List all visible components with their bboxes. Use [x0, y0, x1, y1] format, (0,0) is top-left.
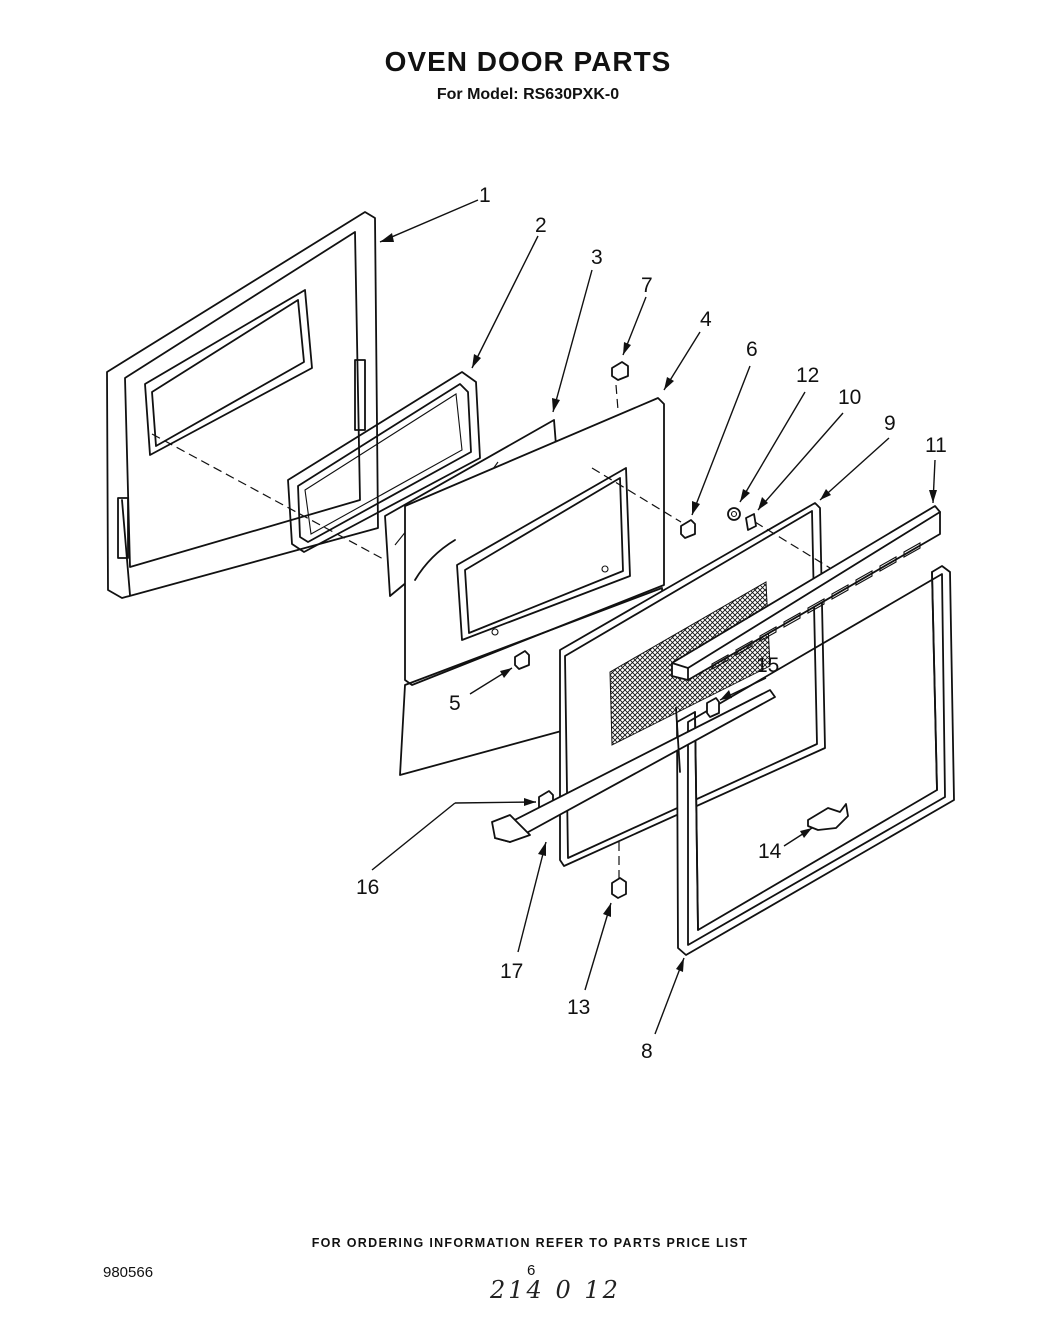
part-1-inner-door-panel	[106, 211, 379, 599]
part-11-vent-trim	[671, 505, 941, 681]
page-title: OVEN DOOR PARTS	[384, 46, 672, 77]
part-10-spacer	[745, 513, 757, 531]
callout-10: 10	[838, 386, 861, 409]
part-14-hinge-clip	[807, 803, 849, 831]
callout-5: 5	[449, 692, 461, 715]
callout-1: 1	[479, 184, 491, 207]
callout-9: 9	[884, 412, 896, 435]
ordering-info-note: FOR ORDERING INFORMATION REFER TO PARTS …	[311, 1236, 749, 1250]
part-17-bottom-rail	[491, 689, 776, 843]
part-2-door-gasket	[287, 371, 481, 553]
callout-16: 16	[356, 876, 379, 899]
callout-2: 2	[535, 214, 547, 237]
callout-6: 6	[746, 338, 758, 361]
callout-17: 17	[500, 960, 523, 983]
part-8-door-frame	[676, 565, 955, 956]
part-12-screw	[727, 507, 741, 521]
callout-12: 12	[796, 364, 819, 387]
part-6-clip	[680, 519, 696, 539]
callout-14: 14	[758, 840, 782, 863]
part-15-bracket	[706, 697, 720, 718]
callout-labels: 1 2 3 4 5 6 7 8 9 10 11 12 13 14 15 16 1…	[356, 184, 947, 1063]
page-number: 6	[527, 1262, 536, 1279]
callout-13: 13	[567, 996, 590, 1019]
leader-lines	[371, 199, 937, 1035]
part-13-clip	[611, 877, 627, 899]
callout-8: 8	[641, 1040, 653, 1063]
vent-slots	[711, 542, 921, 670]
callout-15: 15	[756, 654, 779, 677]
document-number: 980566	[103, 1264, 154, 1281]
callout-4: 4	[700, 308, 712, 331]
callout-11: 11	[925, 434, 947, 457]
callout-7: 7	[641, 274, 653, 297]
callout-3: 3	[591, 246, 603, 269]
handwritten-code: 214 0 12	[490, 1276, 621, 1304]
model-subtitle: For Model: RS630PXK-0	[436, 86, 620, 103]
assembly-guide-lines	[151, 384, 831, 880]
part-5-clip	[514, 650, 530, 670]
part-7-clip	[611, 361, 629, 381]
